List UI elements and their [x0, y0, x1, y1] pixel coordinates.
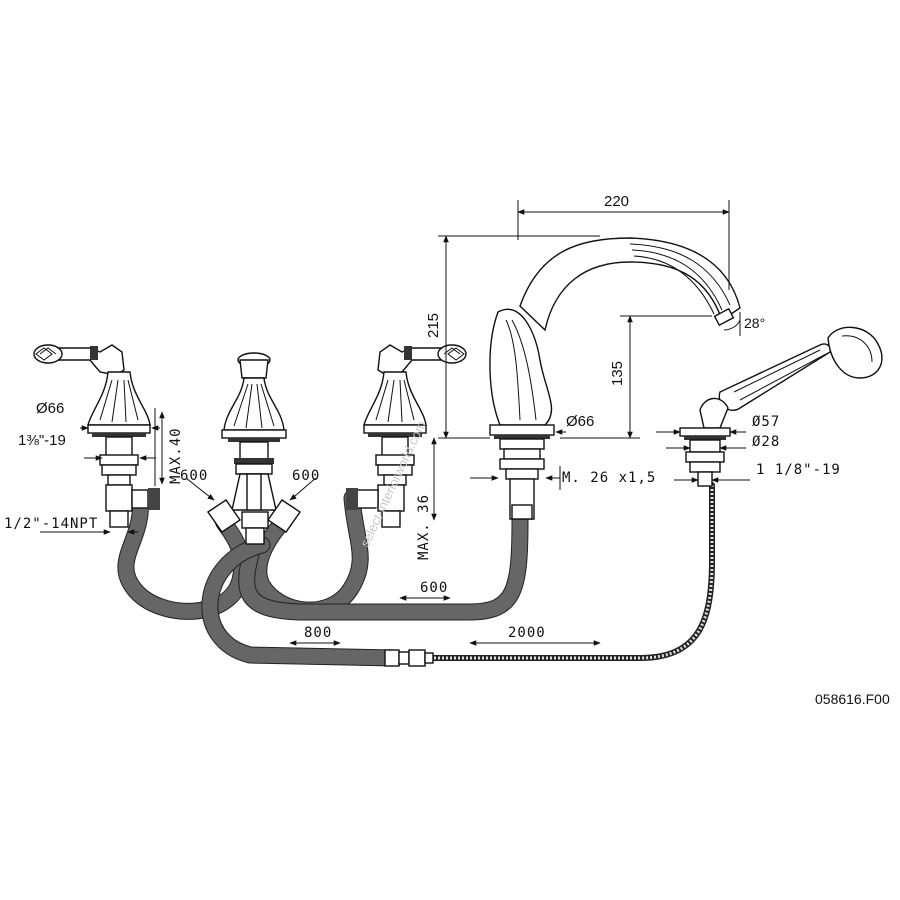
spout-angle-label: 28° — [744, 315, 765, 331]
spout-reach-label: 220 — [604, 193, 629, 210]
center-diverter — [207, 352, 301, 545]
hose-shower-length-label: 800 — [304, 625, 332, 641]
handle-base-diameter-label: Ø66 — [36, 400, 64, 417]
max-deck-left-label: MAX.40 — [168, 427, 184, 484]
dimension-lines — [40, 200, 750, 646]
left-valve-handle — [33, 344, 160, 528]
shower-hose-length-label: 2000 — [508, 625, 546, 641]
spout-thread-label: M. 26 x1,5 — [562, 470, 656, 486]
spout-base-diameter-label: Ø66 — [566, 413, 594, 430]
handle-thread-label: 1⅜"-19 — [18, 432, 66, 449]
hoses — [117, 482, 715, 667]
drawing-code: 058616.F00 — [815, 691, 890, 707]
hose-right-length-label: 600 — [292, 468, 320, 484]
spout-outlet-height-label: 135 — [609, 361, 626, 386]
hose-left-length-label: 600 — [180, 468, 208, 484]
spout-height-label: 215 — [425, 313, 442, 338]
spout — [489, 237, 741, 520]
max-deck-right-label: MAX. 36 — [416, 494, 432, 560]
hand-shower — [679, 326, 883, 487]
inlet-thread-label: 1/2"-14NPT — [4, 516, 98, 532]
shower-flange-diameter-label: Ø57 — [752, 414, 780, 430]
hose-spout-length-label: 600 — [420, 580, 448, 596]
shower-thread-label: 1 1/8"-19 — [756, 462, 841, 478]
right-valve-handle — [346, 344, 467, 528]
shower-hole-diameter-label: Ø28 — [752, 434, 780, 450]
